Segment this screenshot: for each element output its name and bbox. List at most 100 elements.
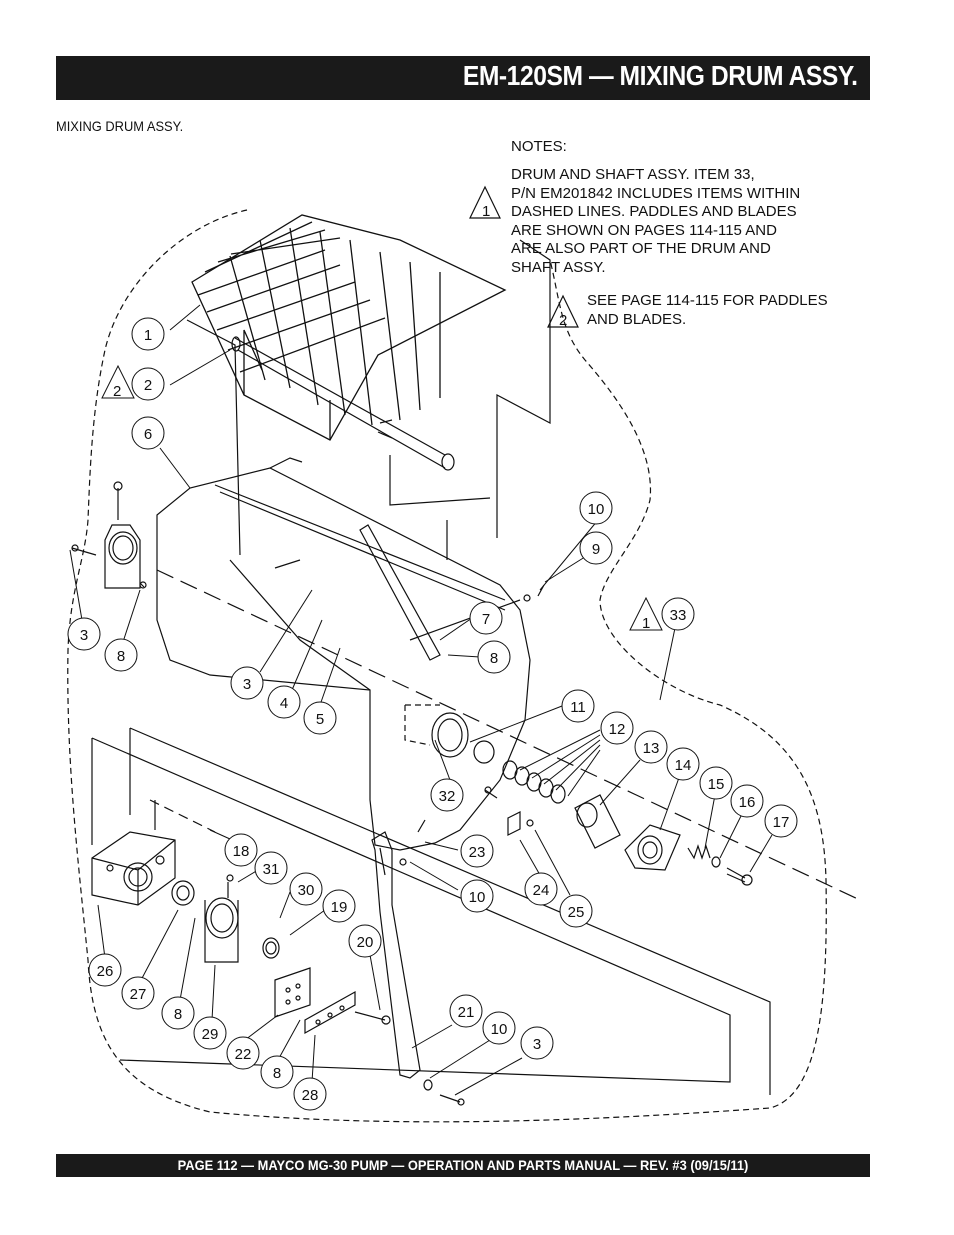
svg-text:8: 8 [174, 1006, 182, 1023]
svg-text:15: 15 [708, 776, 725, 793]
callout-16: 16 [730, 784, 764, 818]
svg-text:5: 5 [316, 711, 324, 728]
svg-text:21: 21 [458, 1004, 475, 1021]
callout-29: 29 [193, 1016, 227, 1050]
lever-arm [371, 831, 421, 1079]
drum-shaft-assy-boundary [67, 209, 827, 1123]
callout-32: 32 [430, 778, 464, 812]
hidden-line [149, 799, 216, 833]
callout-7: 7 [469, 601, 503, 635]
callout-20: 20 [348, 924, 382, 958]
callout-30: 30 [289, 872, 323, 906]
callout-17: 17 [764, 804, 798, 838]
drum-bottom-panel [91, 727, 771, 1095]
svg-text:14: 14 [675, 757, 692, 774]
leader-lines [69, 304, 773, 1096]
svg-text:18: 18 [233, 843, 250, 860]
svg-text:19: 19 [331, 899, 348, 916]
flange-bearing [624, 824, 681, 871]
svg-text:10: 10 [469, 889, 486, 906]
note-2-line: SEE PAGE 114-115 FOR PADDLES [587, 292, 828, 309]
callout-12: 12 [600, 711, 634, 745]
callout-5: 5 [303, 701, 337, 735]
note-1-text: DRUM AND SHAFT ASSY. ITEM 33, P/N EM2018… [511, 166, 800, 278]
callout-3: 3 [520, 1026, 554, 1060]
title-bar: EM-120SM — MIXING DRUM ASSY. [56, 56, 870, 100]
svg-text:1: 1 [144, 327, 152, 344]
callout-8: 8 [260, 1055, 294, 1089]
svg-text:2: 2 [559, 312, 567, 329]
svg-text:20: 20 [357, 934, 374, 951]
callout-10: 10 [460, 879, 494, 913]
drum-grate [191, 214, 507, 441]
svg-text:29: 29 [202, 1026, 219, 1043]
callout-3: 3 [230, 666, 264, 700]
note-1-line: ARE ALSO PART OF THE DRUM AND [511, 240, 771, 258]
callout-19: 19 [322, 889, 356, 923]
footer-bar: PAGE 112 — MAYCO MG-30 PUMP — OPERATION … [56, 1154, 870, 1177]
seal-stack [502, 760, 566, 804]
callouts: 1 2 6 3 8 10 9 33 7 8 3 4 5 11 12 13 14 … [67, 317, 798, 1111]
callout-11: 11 [561, 689, 595, 723]
callout-14: 14 [666, 747, 700, 781]
svg-text:17: 17 [773, 814, 790, 831]
callout-13: 13 [634, 730, 668, 764]
svg-text:11: 11 [570, 699, 586, 716]
svg-text:10: 10 [491, 1021, 508, 1038]
svg-text:13: 13 [643, 740, 660, 757]
svg-text:1: 1 [642, 615, 650, 632]
callout-21: 21 [449, 994, 483, 1028]
callout-24: 24 [524, 872, 558, 906]
drawing-flags: 2 1 [101, 364, 663, 632]
bearing-flange [204, 874, 239, 963]
note-1-line: ARE SHOWN ON PAGES 114-115 AND [511, 221, 777, 239]
svg-text:23: 23 [469, 844, 486, 861]
svg-text:16: 16 [739, 794, 756, 811]
callout-8: 8 [161, 996, 195, 1030]
flag-1-icon: 1 [629, 596, 663, 632]
svg-text:27: 27 [130, 986, 147, 1003]
drum-centerline [156, 569, 861, 901]
callout-33: 33 [661, 597, 695, 631]
note-2-text: SEE PAGE 114-115 FOR PADDLES AND BLADES. [587, 292, 828, 329]
drum-outline-back [186, 239, 551, 560]
svg-text:1: 1 [482, 203, 490, 220]
svg-text:30: 30 [298, 882, 315, 899]
notes-heading: NOTES: [511, 138, 567, 155]
callout-10: 10 [482, 1011, 516, 1045]
svg-text:32: 32 [439, 788, 456, 805]
svg-text:3: 3 [533, 1036, 541, 1053]
callout-2: 2 [131, 367, 165, 401]
note-1-flag-icon: 1 [469, 185, 501, 220]
svg-text:8: 8 [490, 650, 498, 667]
drum-shaft [231, 336, 455, 471]
hidden-line [404, 704, 440, 746]
svg-text:26: 26 [97, 963, 114, 980]
callout-15: 15 [699, 766, 733, 800]
pillow-block [91, 831, 176, 906]
note-2-line: AND BLADES. [587, 310, 687, 328]
svg-text:12: 12 [609, 721, 626, 738]
footer-text: PAGE 112 — MAYCO MG-30 PUMP — OPERATION … [177, 1157, 749, 1173]
svg-text:25: 25 [568, 904, 585, 921]
svg-text:33: 33 [670, 607, 687, 624]
svg-text:8: 8 [117, 648, 125, 665]
callout-18: 18 [224, 833, 258, 867]
svg-text:3: 3 [243, 676, 251, 693]
callout-26: 26 [88, 953, 122, 987]
callout-31: 31 [254, 851, 288, 885]
svg-text:7: 7 [482, 611, 490, 628]
svg-text:2: 2 [144, 377, 152, 394]
bushing [574, 794, 621, 849]
svg-text:8: 8 [273, 1065, 281, 1082]
note-2-flag-icon: 2 [547, 294, 579, 329]
callout-8: 8 [104, 638, 138, 672]
svg-text:10: 10 [588, 501, 605, 518]
svg-text:31: 31 [263, 861, 280, 878]
svg-text:28: 28 [302, 1087, 319, 1104]
left-bearing-mount [104, 481, 141, 589]
callout-9: 9 [579, 531, 613, 565]
svg-text:24: 24 [533, 882, 550, 899]
note-1-line: DASHED LINES. PADDLES AND BLADES [511, 203, 797, 221]
